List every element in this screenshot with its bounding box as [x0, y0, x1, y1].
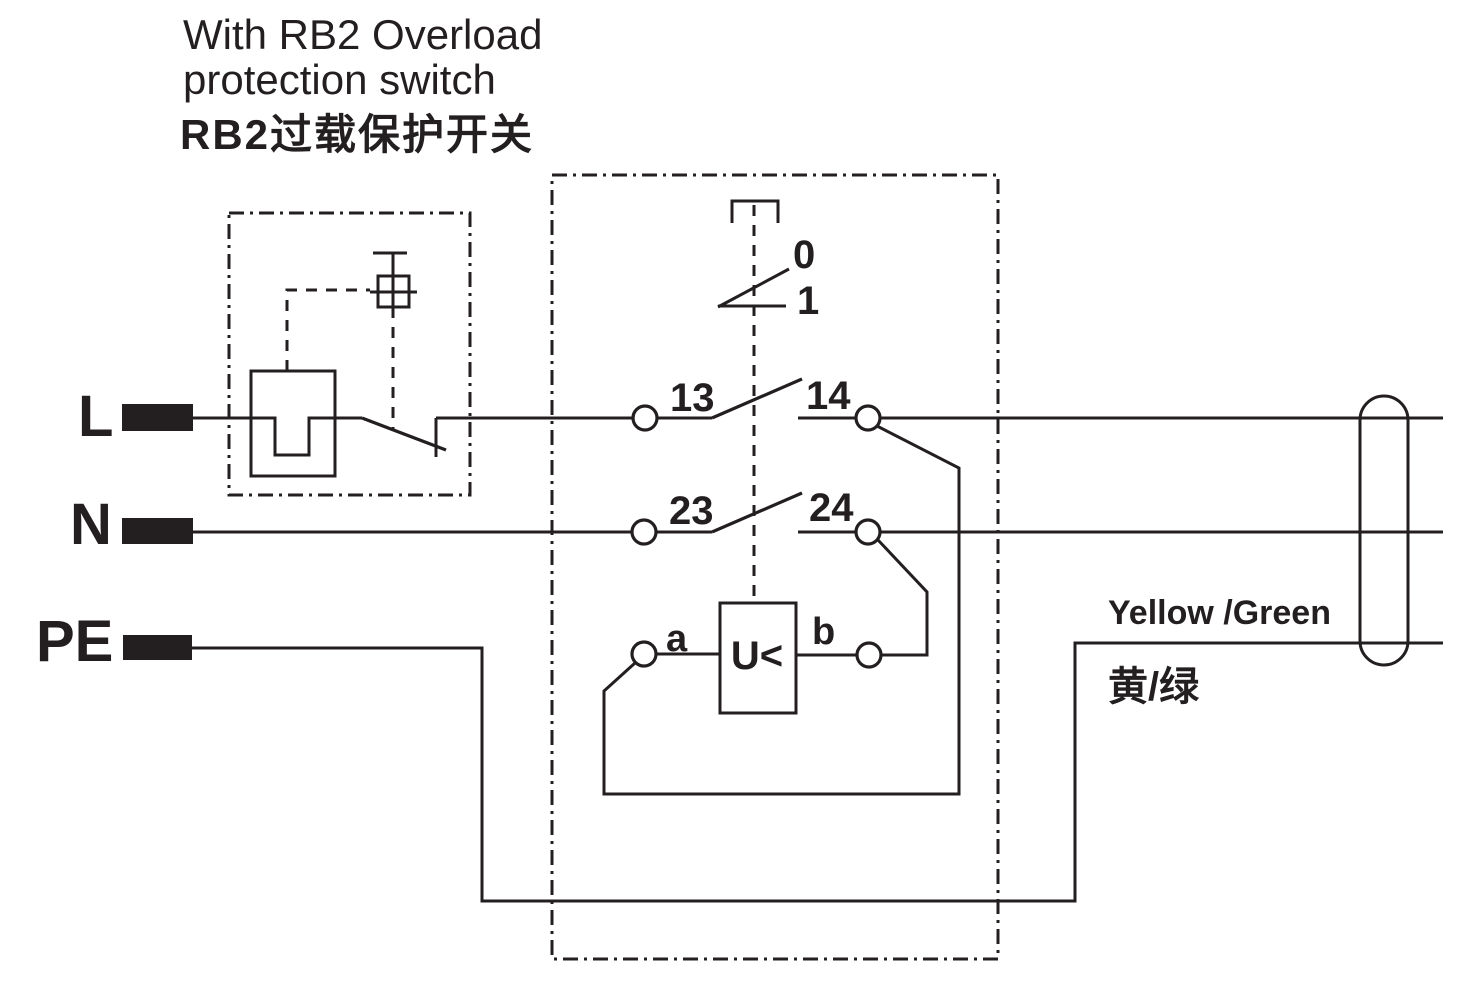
position-indicator: 0 1 — [717, 233, 819, 323]
position-on-label: 1 — [797, 279, 819, 323]
pole1-contact: 13 14 — [631, 374, 882, 432]
uv-coil-loop-left — [602, 424, 961, 796]
uv-release-box — [718, 601, 798, 715]
title-line-2: protection switch — [183, 56, 496, 103]
terminal-L-label: L — [78, 384, 113, 449]
thermal-trip-linkage — [285, 288, 370, 371]
pole2-contact: 23 24 — [630, 486, 882, 546]
terminal-L: L — [78, 384, 193, 449]
pole1-blade — [711, 377, 803, 420]
contact-13-label: 13 — [670, 376, 715, 420]
reset-button-icon — [370, 251, 417, 309]
title-block: With RB2 Overload protection switch RB2过… — [180, 11, 542, 158]
undervoltage-release: a U< b — [602, 424, 961, 796]
terminal-b-label: b — [812, 611, 835, 653]
terminal-a-contact — [630, 640, 658, 668]
pole2-blade — [711, 491, 803, 534]
terminal-N: N — [70, 492, 193, 557]
pe-wire — [192, 641, 1443, 903]
switch-unit: 0 1 13 14 23 24 — [550, 173, 1000, 961]
switch-unit-boundary — [550, 173, 1000, 961]
cable-grommet-icon — [1358, 394, 1410, 667]
terminal-N-lug — [122, 518, 193, 544]
contact-13-terminal — [631, 404, 659, 432]
contact-14-terminal — [854, 404, 882, 432]
actuator-bracket-icon — [730, 199, 780, 223]
overload-unit-boundary — [227, 211, 472, 497]
position-0-line — [717, 267, 790, 309]
output-cable: Yellow /Green 黄/绿 — [1108, 394, 1410, 709]
l-wire-left — [193, 416, 362, 457]
terminal-b-contact — [855, 641, 883, 669]
contact-24-terminal — [854, 518, 882, 546]
pe-color-label-zh: 黄/绿 — [1108, 665, 1200, 709]
contact-24-label: 24 — [809, 486, 854, 530]
terminal-N-label: N — [70, 492, 112, 557]
overload-contact-blade — [361, 416, 447, 452]
uv-release-label: U< — [731, 634, 783, 678]
uv-coil-loop-right — [876, 538, 929, 657]
position-off-label: 0 — [793, 233, 815, 277]
contact-23-terminal — [630, 518, 658, 546]
title-line-3-chinese: RB2过载保护开关 — [180, 111, 534, 158]
overload-release-unit — [227, 211, 472, 497]
contact-14-label: 14 — [806, 374, 851, 418]
terminal-PE: PE — [36, 609, 192, 674]
terminal-L-lug — [122, 404, 193, 431]
contact-23-label: 23 — [669, 489, 714, 533]
terminal-PE-lug — [123, 635, 192, 660]
pe-color-label-en: Yellow /Green — [1108, 594, 1331, 632]
thermal-element-box — [249, 369, 337, 478]
terminal-a-label: a — [666, 618, 688, 660]
title-line-1: With RB2 Overload — [183, 11, 542, 58]
terminal-PE-label: PE — [36, 609, 113, 674]
